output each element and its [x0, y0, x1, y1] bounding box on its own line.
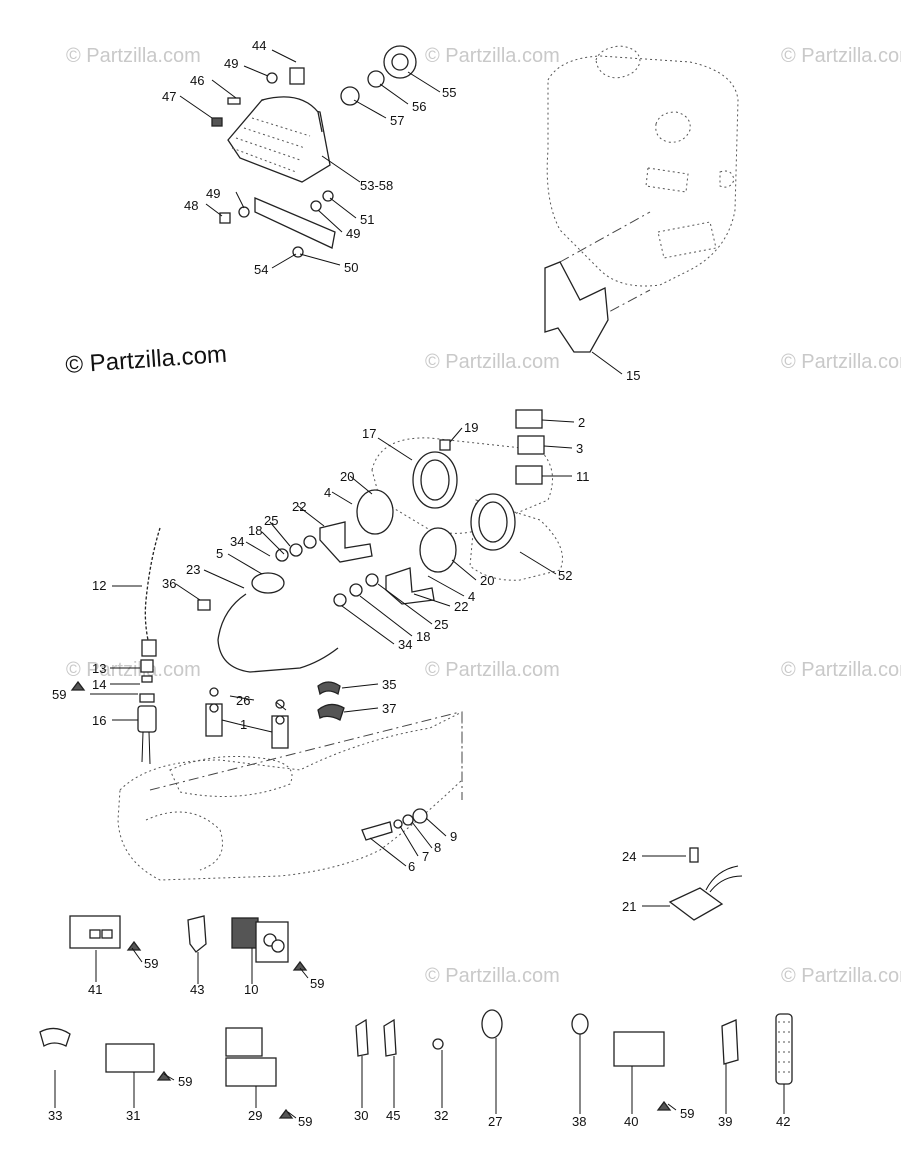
- callout-label: 25: [434, 617, 448, 632]
- callout-label: 21: [622, 899, 636, 914]
- callout-label: 12: [92, 578, 106, 593]
- callout-label: 31: [126, 1108, 140, 1123]
- watermark: © Partzilla.com: [425, 45, 560, 67]
- callout-label: 9: [450, 829, 457, 844]
- callout-label: 52: [558, 568, 572, 583]
- watermark: © Partzilla.com: [781, 659, 901, 681]
- callout-label: 53-58: [360, 178, 393, 193]
- callout-label: 20: [340, 469, 354, 484]
- callout-label: 10: [244, 982, 258, 997]
- watermark: © Partzilla.com: [425, 659, 560, 681]
- callout-label: 45: [386, 1108, 400, 1123]
- hull-outline: [117, 711, 463, 881]
- callout-label: 22: [454, 599, 468, 614]
- connector-blocks: [205, 681, 345, 749]
- nut-markers: [70, 680, 672, 1119]
- callout-label: 49: [346, 226, 360, 241]
- watermark: © Partzilla.com: [425, 351, 560, 373]
- callout-label: 40: [624, 1114, 638, 1129]
- callout-label: 19: [464, 420, 478, 435]
- watermark: © Partzilla.com: [781, 965, 901, 987]
- callout-label: 59: [298, 1114, 312, 1129]
- callout-label: 37: [382, 701, 396, 716]
- callout-label: 34: [398, 637, 412, 652]
- connector-row-2: [39, 1009, 793, 1087]
- gauge-assembly: [197, 409, 563, 673]
- callout-label: 29: [248, 1108, 262, 1123]
- key-switch: [361, 808, 428, 841]
- callout-label: 17: [362, 426, 376, 441]
- voltage-regulator: [668, 847, 743, 921]
- callout-label: 4: [324, 485, 331, 500]
- callout-label: 18: [248, 523, 262, 538]
- callout-label: 54: [254, 262, 268, 277]
- callout-label: 30: [354, 1108, 368, 1123]
- callout-label: 42: [776, 1114, 790, 1129]
- cable-assembly: [137, 527, 161, 765]
- callout-label: 25: [264, 513, 278, 528]
- callout-label: 32: [434, 1108, 448, 1123]
- callout-label: 33: [48, 1108, 62, 1123]
- callout-label: 59: [310, 976, 324, 991]
- connector-row-1: [69, 915, 289, 963]
- callout-label: 59: [52, 687, 66, 702]
- callout-label: 26: [236, 693, 250, 708]
- callout-label: 27: [488, 1114, 502, 1129]
- callout-label: 41: [88, 982, 102, 997]
- callout-label: 43: [190, 982, 204, 997]
- leader-lines: [54, 49, 785, 1119]
- callout-label: 24: [622, 849, 636, 864]
- callout-label: 6: [408, 859, 415, 874]
- callout-label: 47: [162, 89, 176, 104]
- callout-label: 15: [626, 368, 640, 383]
- callout-label: 56: [412, 99, 426, 114]
- callout-label: 57: [390, 113, 404, 128]
- callout-label: 16: [92, 713, 106, 728]
- headlight-assembly: [211, 45, 417, 258]
- callout-label: 20: [480, 573, 494, 588]
- callout-label: 1: [240, 717, 247, 732]
- callout-label: 22: [292, 499, 306, 514]
- main-watermark: © Partzilla.com: [65, 341, 228, 379]
- watermark: © Partzilla.com: [66, 659, 201, 681]
- callout-label: 23: [186, 562, 200, 577]
- oil-tank: [544, 45, 739, 353]
- callout-label: 11: [576, 469, 590, 484]
- callout-label: 38: [572, 1114, 586, 1129]
- callout-label: 49: [224, 56, 238, 71]
- watermark: © Partzilla.com: [781, 351, 901, 373]
- callout-label: 48: [184, 198, 198, 213]
- callout-label: 36: [162, 576, 176, 591]
- callout-label: 49: [206, 186, 220, 201]
- callout-label: 8: [434, 840, 441, 855]
- callout-label: 59: [680, 1106, 694, 1121]
- callout-label: 18: [416, 629, 430, 644]
- callout-label: 35: [382, 677, 396, 692]
- callout-label: 59: [178, 1074, 192, 1089]
- callout-label: 50: [344, 260, 358, 275]
- callout-label: 13: [92, 661, 106, 676]
- callout-label: 4: [468, 589, 475, 604]
- callout-label: 5: [216, 546, 223, 561]
- callout-labels: 44 49 46 47 55 56 57 53-58 49 48 51 49 5…: [48, 38, 790, 1129]
- callout-label: 7: [422, 849, 429, 864]
- callout-label: 55: [442, 85, 456, 100]
- callout-label: 44: [252, 38, 266, 53]
- watermark-layer: © Partzilla.com © Partzilla.com © Partzi…: [66, 45, 901, 987]
- watermark: © Partzilla.com: [425, 965, 560, 987]
- callout-label: 39: [718, 1114, 732, 1129]
- callout-label: 3: [576, 441, 583, 456]
- watermark: © Partzilla.com: [66, 45, 201, 67]
- callout-label: 46: [190, 73, 204, 88]
- callout-label: 59: [144, 956, 158, 971]
- callout-label: 34: [230, 534, 244, 549]
- callout-label: 14: [92, 677, 106, 692]
- callout-label: 2: [578, 415, 585, 430]
- callout-label: 51: [360, 212, 374, 227]
- watermark: © Partzilla.com: [781, 45, 901, 67]
